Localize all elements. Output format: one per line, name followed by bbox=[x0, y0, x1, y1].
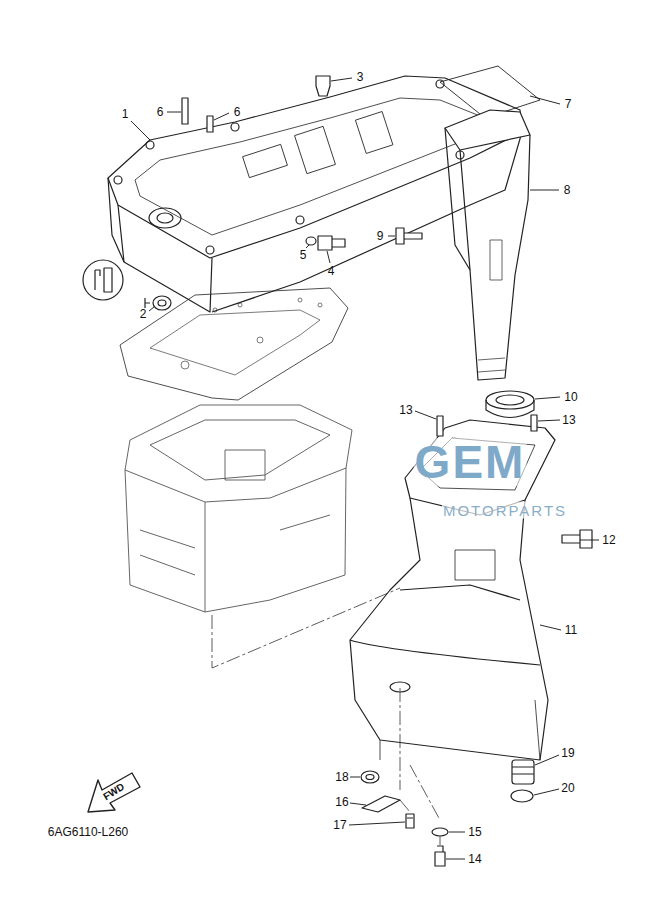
watermark: GEM bbox=[414, 438, 527, 486]
watermark: MOTORPARTS bbox=[442, 502, 568, 519]
callout-number: 12 bbox=[601, 533, 616, 547]
callout-number: 1 bbox=[121, 107, 130, 121]
callout-number: 19 bbox=[560, 746, 575, 760]
callout-number: 17 bbox=[332, 818, 347, 832]
callout-number: 14 bbox=[467, 852, 482, 866]
callout-number: 13 bbox=[561, 413, 576, 427]
callout-number: 2 bbox=[139, 307, 148, 321]
callout-number: 4 bbox=[327, 264, 336, 278]
callout-number: 15 bbox=[467, 825, 482, 839]
callout-number: 13 bbox=[398, 403, 413, 417]
callout-number: 20 bbox=[560, 781, 575, 795]
callout-number: 10 bbox=[563, 390, 578, 404]
callout-number: 18 bbox=[334, 770, 349, 784]
callout-number: 9 bbox=[376, 229, 385, 243]
callout-number: 6 bbox=[233, 105, 242, 119]
callout-number: 5 bbox=[299, 248, 308, 262]
callout-number: 3 bbox=[356, 70, 365, 84]
callout-number: 7 bbox=[564, 97, 573, 111]
callout-number: 11 bbox=[564, 623, 578, 637]
callout-number: 6 bbox=[156, 105, 165, 119]
callout-number: 8 bbox=[563, 183, 572, 197]
callout-number: 16 bbox=[334, 795, 349, 809]
drawing-code: 6AG6110-L260 bbox=[47, 825, 130, 839]
